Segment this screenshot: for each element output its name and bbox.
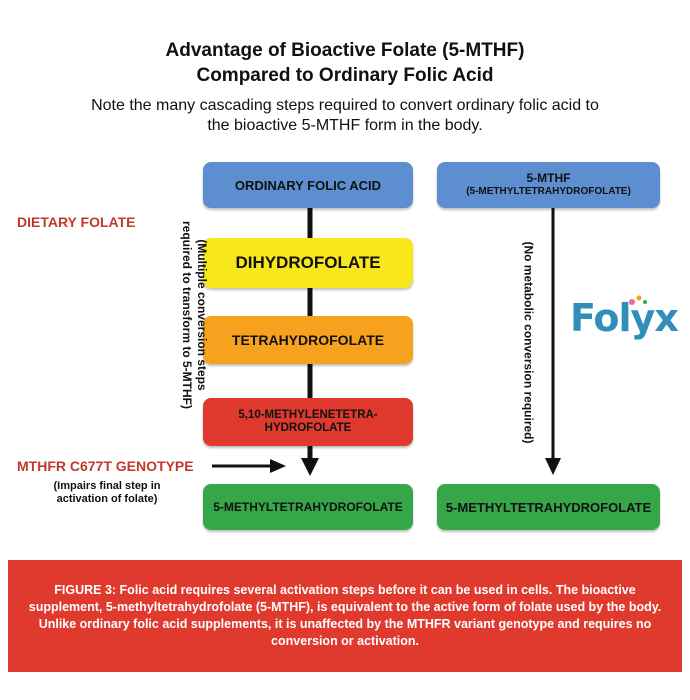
subtitle-line-1: Note the many cascading steps required t… (91, 97, 599, 114)
dietary-folate-label: DIETARY FOLATE (17, 214, 136, 230)
diagram-title: Advantage of Bioactive Folate (5-MTHF) C… (0, 38, 690, 88)
figure-caption: FIGURE 3: Folic acid requires several ac… (8, 560, 682, 672)
methylene-label-line-1: 5,10-METHYLENETETRA- (238, 409, 378, 421)
ordinary-folic-acid-box: ORDINARY FOLIC ACID (203, 162, 413, 208)
figure-caption-text: FIGURE 3: Folic acid requires several ac… (28, 583, 662, 648)
5-mthf-sublabel: (5-METHYLTETRAHYDROFOLATE) (466, 186, 631, 197)
tetrahydrofolate-box: TETRAHYDROFOLATE (203, 316, 413, 364)
ordinary-folic-acid-label: ORDINARY FOLIC ACID (234, 177, 382, 193)
genotype-note-line-2: activation of folate) (56, 493, 158, 505)
genotype-note-line-1: (Impairs final step in (53, 480, 161, 492)
tetrahydrofolate-label: TETRAHYDROFOLATE (231, 332, 385, 348)
genotype-arrowhead (270, 459, 286, 473)
genotype-note: (Impairs final step in activation of fol… (17, 480, 197, 506)
title-line-2: Compared to Ordinary Folic Acid (196, 65, 494, 86)
title-line-1: Advantage of Bioactive Folate (5-MTHF) (165, 40, 525, 61)
right-5-methyltetrahydrofolate-label: 5-METHYLTETRAHYDROFOLATE (445, 499, 652, 515)
left-arrowhead (301, 458, 319, 476)
no-conversion-note: (No metabolic conversion required) (521, 241, 536, 444)
5-mthf-label: 5-MTHF (526, 171, 571, 185)
mthfr-genotype-label: MTHFR C677T GENOTYPE (17, 458, 194, 474)
5-mthf-box: 5-MTHF (5-METHYLTETRAHYDROFOLATE) (437, 162, 660, 208)
methylene-label-line-2: HYDROFOLATE (264, 422, 352, 434)
multiple-steps-line-1: (Multiple conversion steps (195, 239, 209, 391)
folyx-logo-text: Folyx (570, 296, 679, 340)
diagram-subtitle: Note the many cascading steps required t… (0, 96, 690, 136)
dihydrofolate-label: DIHYDROFOLATE (235, 253, 381, 272)
left-5-methyltetrahydrofolate-box: 5-METHYLTETRAHYDROFOLATE (203, 484, 413, 530)
left-5-methyltetrahydrofolate-label: 5-METHYLTETRAHYDROFOLATE (213, 500, 403, 514)
dihydrofolate-box: DIHYDROFOLATE (203, 238, 413, 288)
multiple-steps-note: (Multiple conversion steps required to t… (179, 190, 209, 440)
leaf-sparkle-icon (629, 295, 647, 305)
right-5-methyltetrahydrofolate-box: 5-METHYLTETRAHYDROFOLATE (437, 484, 660, 530)
folyx-logo: Folyx (570, 295, 679, 340)
methylenetetrahydrofolate-box: 5,10-METHYLENETETRA- HYDROFOLATE (203, 398, 413, 446)
right-arrowhead (545, 458, 561, 475)
multiple-steps-line-2: required to transform to 5-MTHF) (180, 221, 194, 409)
subtitle-line-2: the bioactive 5-MTHF form in the body. (207, 117, 483, 134)
